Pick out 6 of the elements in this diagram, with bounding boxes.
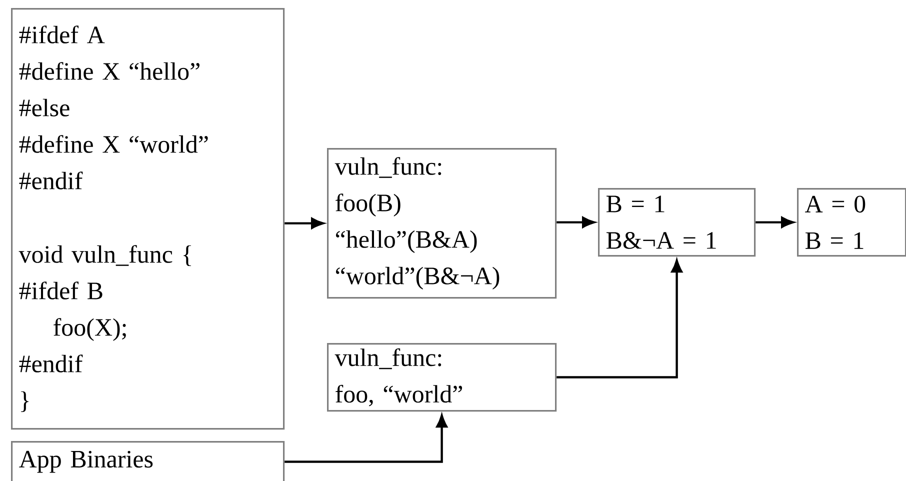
code-box: #ifdef A #define X “hello” #else #define X “world” #endif void vuln_func { #ifdef B foo(X); #endif } bbox=[11, 8, 285, 430]
solution-box: A = 0 B = 1 bbox=[797, 188, 906, 257]
input-box: App Binaries bbox=[11, 440, 285, 481]
constraint-box: B = 1 B&¬A = 1 bbox=[598, 188, 756, 257]
result-box: vuln_func: foo(B) “hello”(B&A) “world”(B&¬A) bbox=[327, 148, 557, 299]
result-box: vuln_func: foo, “world” bbox=[327, 342, 557, 412]
